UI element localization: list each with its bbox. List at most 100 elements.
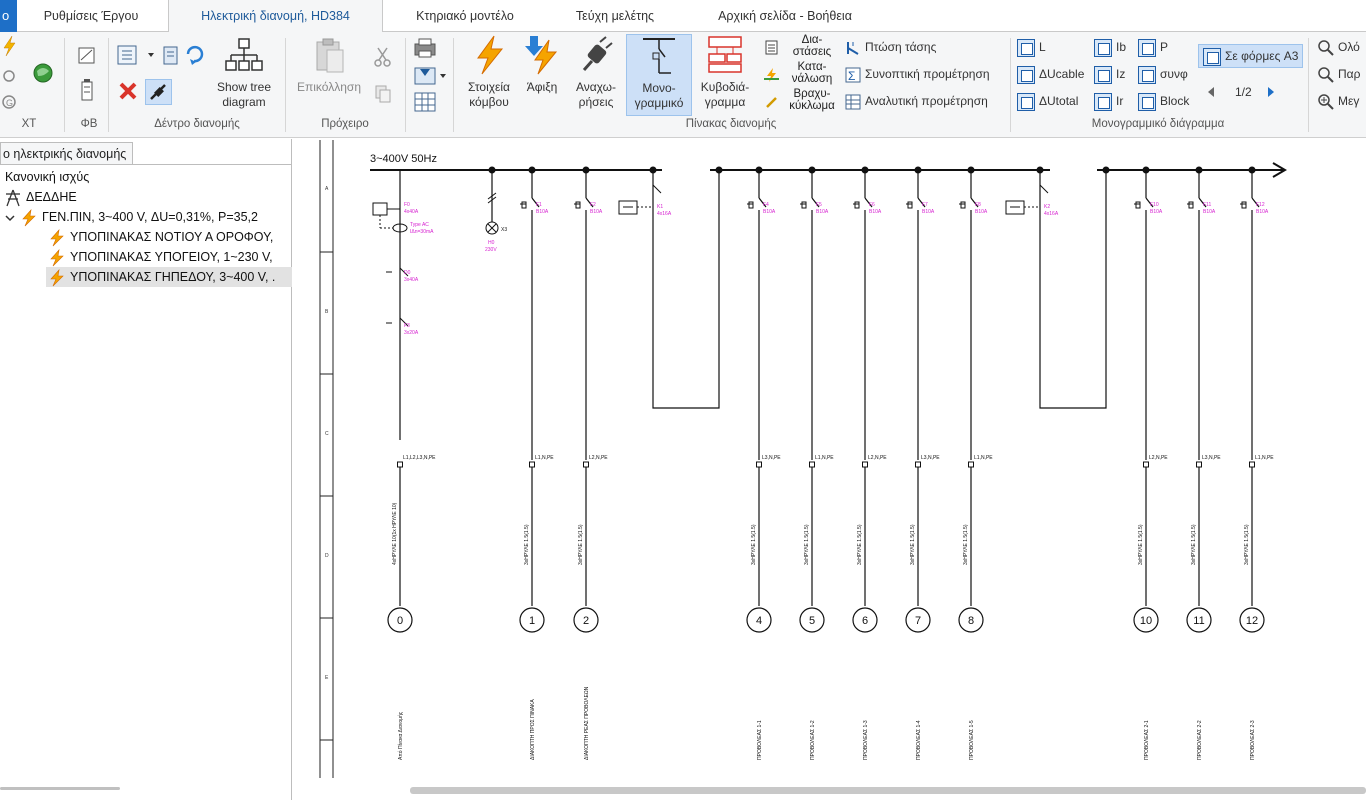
ribbon: G XT ΦΒ bbox=[0, 32, 1366, 138]
breaker-rating: B10A bbox=[1150, 209, 1163, 215]
paste-button[interactable]: Επικόλληση bbox=[293, 36, 365, 106]
tree-item-main-panel[interactable]: ΓΕΝ.ΠΙΝ, 3~400 V, ΔU=0,31%, P=35,2 bbox=[4, 207, 258, 227]
svg-text:4x40A: 4x40A bbox=[404, 209, 419, 215]
svg-text:Σ: Σ bbox=[848, 69, 855, 83]
zoom-all-button[interactable]: Ολό bbox=[1318, 36, 1360, 58]
node-elements-button[interactable]: Στοιχεία κόμβου bbox=[459, 34, 519, 114]
ruler-mark: A bbox=[325, 186, 329, 192]
cable-label: 3xΗΡΥΛΕ 1.5(1.5) bbox=[1244, 524, 1250, 565]
relay-loop bbox=[1039, 170, 1107, 409]
toggle-cosphi[interactable]: συνφ bbox=[1138, 63, 1188, 85]
distances-button[interactable]: Δια-στάσεις bbox=[763, 34, 835, 60]
lightning-icon bbox=[50, 228, 64, 246]
circuit-description: ΠΡΟΒΟΛΕΑΣ 1-4 bbox=[916, 720, 922, 760]
circuit-number: 11 bbox=[1193, 615, 1204, 627]
show-tree-diagram-button[interactable]: Show tree diagram bbox=[212, 36, 276, 116]
print-export-icons[interactable] bbox=[413, 38, 449, 118]
block-diagram-button[interactable]: Κυβοδιά-γραμμα bbox=[694, 34, 756, 114]
tab-study-documents[interactable]: Τεύχη μελέτης bbox=[575, 9, 655, 23]
page-indicator: 1/2 bbox=[1235, 85, 1252, 99]
circuit-number-circle bbox=[852, 607, 878, 633]
toggle-iz[interactable]: Iz bbox=[1094, 63, 1125, 85]
earth-icon[interactable] bbox=[32, 62, 54, 84]
next-page-icon[interactable] bbox=[1266, 86, 1276, 98]
disconnect-icon[interactable] bbox=[145, 79, 172, 105]
relay-rating: 4x16A bbox=[1044, 211, 1059, 217]
breaker-rating: B10A bbox=[763, 209, 776, 215]
chevron-down-icon[interactable] bbox=[4, 212, 16, 224]
pv-icons[interactable] bbox=[77, 46, 97, 106]
prev-page-icon[interactable] bbox=[1206, 86, 1216, 98]
arrival-button[interactable]: Άφιξη bbox=[518, 34, 566, 114]
cut-copy-icons[interactable] bbox=[372, 46, 394, 110]
tree-tools bbox=[117, 45, 204, 100]
breaker-contact bbox=[864, 197, 873, 208]
separator bbox=[285, 38, 286, 132]
breaker-tag: F5 bbox=[816, 202, 822, 208]
breaker-actuator bbox=[1241, 201, 1247, 209]
toggle-length[interactable]: L bbox=[1017, 36, 1046, 58]
breaker-rating: B10A bbox=[975, 209, 988, 215]
tab-electrical-distribution[interactable]: Ηλεκτρική διανομή, HD384 bbox=[168, 0, 383, 33]
zoom-window-button[interactable]: Παρ bbox=[1318, 63, 1360, 85]
single-line-icon bbox=[643, 38, 675, 74]
breaker-contact bbox=[1251, 197, 1260, 208]
pylon-icon bbox=[6, 189, 20, 206]
toggle-du-total[interactable]: ΔUtotal bbox=[1017, 90, 1078, 112]
single-line-diagram-button[interactable]: Μονο-γραμμικό bbox=[626, 34, 692, 116]
breaker-rating: B10A bbox=[1256, 209, 1269, 215]
file-tab[interactable]: о bbox=[0, 0, 17, 32]
toggle-du-cable[interactable]: ΔUcable bbox=[1017, 63, 1084, 85]
voltage-drop-button[interactable]: Πτώση τάσης bbox=[845, 36, 936, 58]
consumption-button[interactable]: Κατα-νάλωση bbox=[763, 61, 835, 87]
breaker-contact bbox=[811, 197, 820, 208]
tree-item-subpanel-field[interactable]: ΥΠΟΠΙΝΑΚΑΣ ΓΗΠΕΔΟΥ, 3~400 V, . bbox=[46, 267, 292, 287]
tree-item-subpanel-basement[interactable]: ΥΠΟΠΙΝΑΚΑΣ ΥΠΟΓΕΙΟΥ, 1~230 V, bbox=[48, 247, 273, 267]
zoom-in-button[interactable]: Μεγ bbox=[1318, 90, 1359, 112]
svg-text:3x40A: 3x40A bbox=[404, 277, 419, 283]
terminal-block bbox=[862, 461, 868, 468]
phase-label: L2,N,PE bbox=[1149, 455, 1168, 461]
svg-text:D0: D0 bbox=[404, 270, 411, 276]
tree-item-subpanel-south[interactable]: ΥΠΟΠΙΝΑΚΑΣ ΝΟΤΙΟΥ Α ΟΡΟΦΟΥ, bbox=[48, 227, 273, 247]
zoom-in-icon bbox=[1318, 94, 1334, 110]
svg-text:G: G bbox=[6, 98, 13, 108]
cable-label: 3xΗΡΥΛΕ 1.5(1.5) bbox=[1191, 524, 1197, 565]
tab-home-help[interactable]: Αρχική σελίδα - Βοήθεια bbox=[718, 9, 852, 23]
document-icon bbox=[1017, 65, 1035, 84]
departures-button[interactable]: Αναχω-ρήσεις bbox=[568, 34, 624, 114]
breaker-contact bbox=[1145, 197, 1154, 208]
toggle-ib[interactable]: Ib bbox=[1094, 36, 1126, 58]
a3-forms-button[interactable]: Σε φόρμες A3 bbox=[1198, 44, 1304, 68]
tree-horizontal-scrollbar[interactable] bbox=[0, 787, 120, 790]
document-icon bbox=[1094, 65, 1112, 84]
toggle-ir[interactable]: Ir bbox=[1094, 90, 1123, 112]
panel-tab[interactable]: ο ηλεκτρικής διανομής bbox=[0, 142, 134, 164]
document-icon bbox=[1138, 38, 1156, 57]
ruler-mark: E bbox=[325, 675, 329, 681]
tab-building-model[interactable]: Κτηριακό μοντέλο bbox=[416, 9, 514, 23]
ruler-mark: C bbox=[325, 431, 329, 437]
toggle-power[interactable]: P bbox=[1138, 36, 1168, 58]
diagram-canvas[interactable]: A B C D E 3~400V 50Hz K1 4x16A bbox=[293, 139, 1366, 800]
circuit-description: ΔΙΑΚΟΠΤΗ ΠΡΟΣ ΠΙΝΑΚΑ bbox=[530, 699, 536, 760]
breaker-rating: B10A bbox=[590, 209, 603, 215]
rcd-symbol bbox=[372, 202, 388, 216]
document-icon bbox=[1138, 92, 1156, 111]
svg-text:X3: X3 bbox=[501, 227, 507, 233]
incoming-branch: F0 4x40A Type AC IΔn=30mA D0 3x40A F3 3x… bbox=[372, 170, 434, 440]
phase-label: L1,L2,L3,N,PE bbox=[403, 455, 436, 461]
tree-item-grid[interactable]: ΔΕΔΔΗΕ bbox=[4, 187, 77, 207]
short-circuit-button[interactable]: Βραχυ-κύκλωμα bbox=[763, 88, 835, 114]
terminal-block bbox=[968, 461, 974, 468]
circuit-description: ΠΡΟΒΟΛΕΑΣ 2-2 bbox=[1197, 720, 1203, 760]
tree-item-normal-power[interactable]: Κανονική ισχύς bbox=[5, 170, 90, 184]
document-icon bbox=[1094, 38, 1112, 57]
toggle-block[interactable]: Block bbox=[1138, 90, 1189, 112]
tab-project-settings[interactable]: Ρυθμίσεις Έργου bbox=[43, 9, 139, 23]
canvas-horizontal-scrollbar[interactable] bbox=[410, 787, 1366, 794]
detailed-bill-button[interactable]: Αναλυτική προμέτρηση bbox=[845, 90, 988, 112]
document-icon bbox=[1094, 92, 1112, 111]
phase-label: L2,N,PE bbox=[589, 455, 608, 461]
